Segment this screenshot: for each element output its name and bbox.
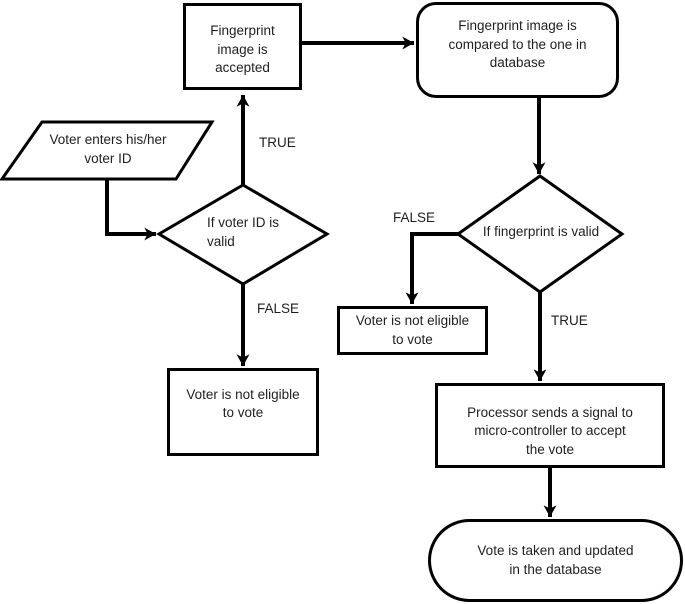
label-voter-enters-id: Voter enters his/her voter ID xyxy=(49,132,167,166)
edge-label-voter-id-true: TRUE xyxy=(259,135,296,150)
label-voter-id-valid: If voter ID is valid xyxy=(207,215,280,249)
node-not-eligible-right: Voter is not eligible to vote xyxy=(337,306,488,355)
label-fingerprint-valid: If fingerprint is valid xyxy=(482,224,600,239)
node-fingerprint-accepted: Fingerprint image is accepted xyxy=(183,3,302,90)
edge-label-fingerprint-true: TRUE xyxy=(551,313,588,328)
parallelogram-voter-enters-id xyxy=(0,120,215,181)
node-fingerprint-compared: Fingerprint image is compared to the one… xyxy=(416,2,619,98)
connector-voterid-to-diamond1 xyxy=(105,179,156,241)
edge-label-fingerprint-false: FALSE xyxy=(393,210,436,225)
edge-label-voter-id-false: FALSE xyxy=(257,301,300,316)
node-processor-signal: Processor sends a signal to micro-contro… xyxy=(435,383,665,468)
node-vote-taken: Vote is taken and updated in the databas… xyxy=(428,519,683,602)
node-not-eligible-left: Voter is not eligible to vote xyxy=(167,368,319,456)
connector-false-to-noteligible-right xyxy=(405,232,458,304)
